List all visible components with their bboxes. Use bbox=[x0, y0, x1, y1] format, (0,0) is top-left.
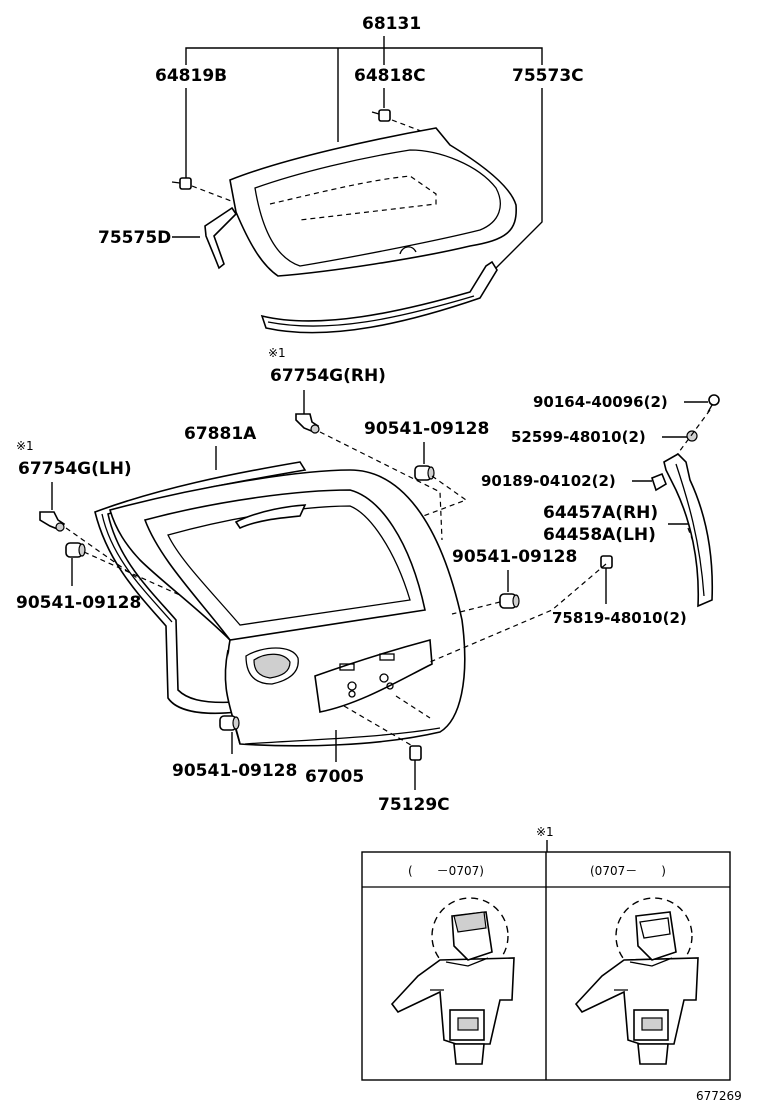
label-90541-b: 90541-09128 bbox=[16, 593, 141, 613]
weatherstrip-67881A bbox=[94, 461, 307, 715]
nut-52599 bbox=[686, 430, 698, 442]
side-trim-64457A bbox=[663, 453, 714, 608]
label-64819B: 64819B bbox=[155, 66, 227, 86]
leader-75573C bbox=[491, 88, 543, 273]
label-67881A: 67881A bbox=[184, 424, 257, 444]
back-door-glass bbox=[229, 127, 517, 277]
label-90541-c: 90541-09128 bbox=[452, 547, 577, 567]
label-67754G-RH: 67754G(RH) bbox=[270, 366, 386, 386]
clip-64818C bbox=[371, 109, 391, 122]
inset-stopper-late bbox=[574, 897, 699, 1065]
label-90189: 90189-04102(2) bbox=[481, 472, 616, 490]
label-67754G-LH: 67754G(LH) bbox=[18, 459, 132, 479]
clip-75129C bbox=[409, 745, 422, 761]
inset-stopper-early bbox=[390, 897, 515, 1065]
label-67005: 67005 bbox=[305, 767, 364, 787]
stopper-67754G-LH bbox=[39, 511, 66, 532]
note-lh: ※1 bbox=[16, 439, 34, 453]
inset-right-header: (0707－ ) bbox=[590, 864, 666, 878]
label-90541-a: 90541-09128 bbox=[364, 419, 489, 439]
inset-left-header: ( －0707) bbox=[408, 864, 484, 878]
label-75129C: 75129C bbox=[378, 795, 450, 815]
note-inset: ※1 bbox=[536, 825, 554, 839]
label-75819: 75819-48010(2) bbox=[552, 609, 687, 627]
label-64458A: 64458A(LH) bbox=[543, 525, 656, 545]
label-52599: 52599-48010(2) bbox=[511, 428, 646, 446]
figure-id: 677269 bbox=[696, 1089, 742, 1103]
back-door-panel bbox=[108, 469, 466, 747]
label-64457A: 64457A(RH) bbox=[543, 503, 658, 523]
cushion-90541-c bbox=[499, 593, 520, 609]
clip-64819B bbox=[171, 177, 192, 190]
weatherstrip-75575D bbox=[204, 206, 238, 270]
cushion-90541-b bbox=[65, 542, 86, 558]
clip-90189 bbox=[651, 472, 667, 492]
label-64818C: 64818C bbox=[354, 66, 426, 86]
molding-75573C bbox=[260, 260, 498, 334]
note-rh: ※1 bbox=[268, 346, 286, 360]
screw-90164 bbox=[707, 394, 720, 413]
label-90541-d: 90541-09128 bbox=[172, 761, 297, 781]
label-75575D: 75575D bbox=[98, 228, 171, 248]
label-75573C: 75573C bbox=[512, 66, 584, 86]
label-68131: 68131 bbox=[362, 14, 421, 34]
cushion-90541-a bbox=[414, 465, 435, 481]
stopper-67754G-RH bbox=[295, 413, 320, 434]
bracket-68131 bbox=[185, 36, 543, 142]
cushion-90541-d bbox=[219, 715, 240, 731]
label-90164: 90164-40096(2) bbox=[533, 393, 668, 411]
